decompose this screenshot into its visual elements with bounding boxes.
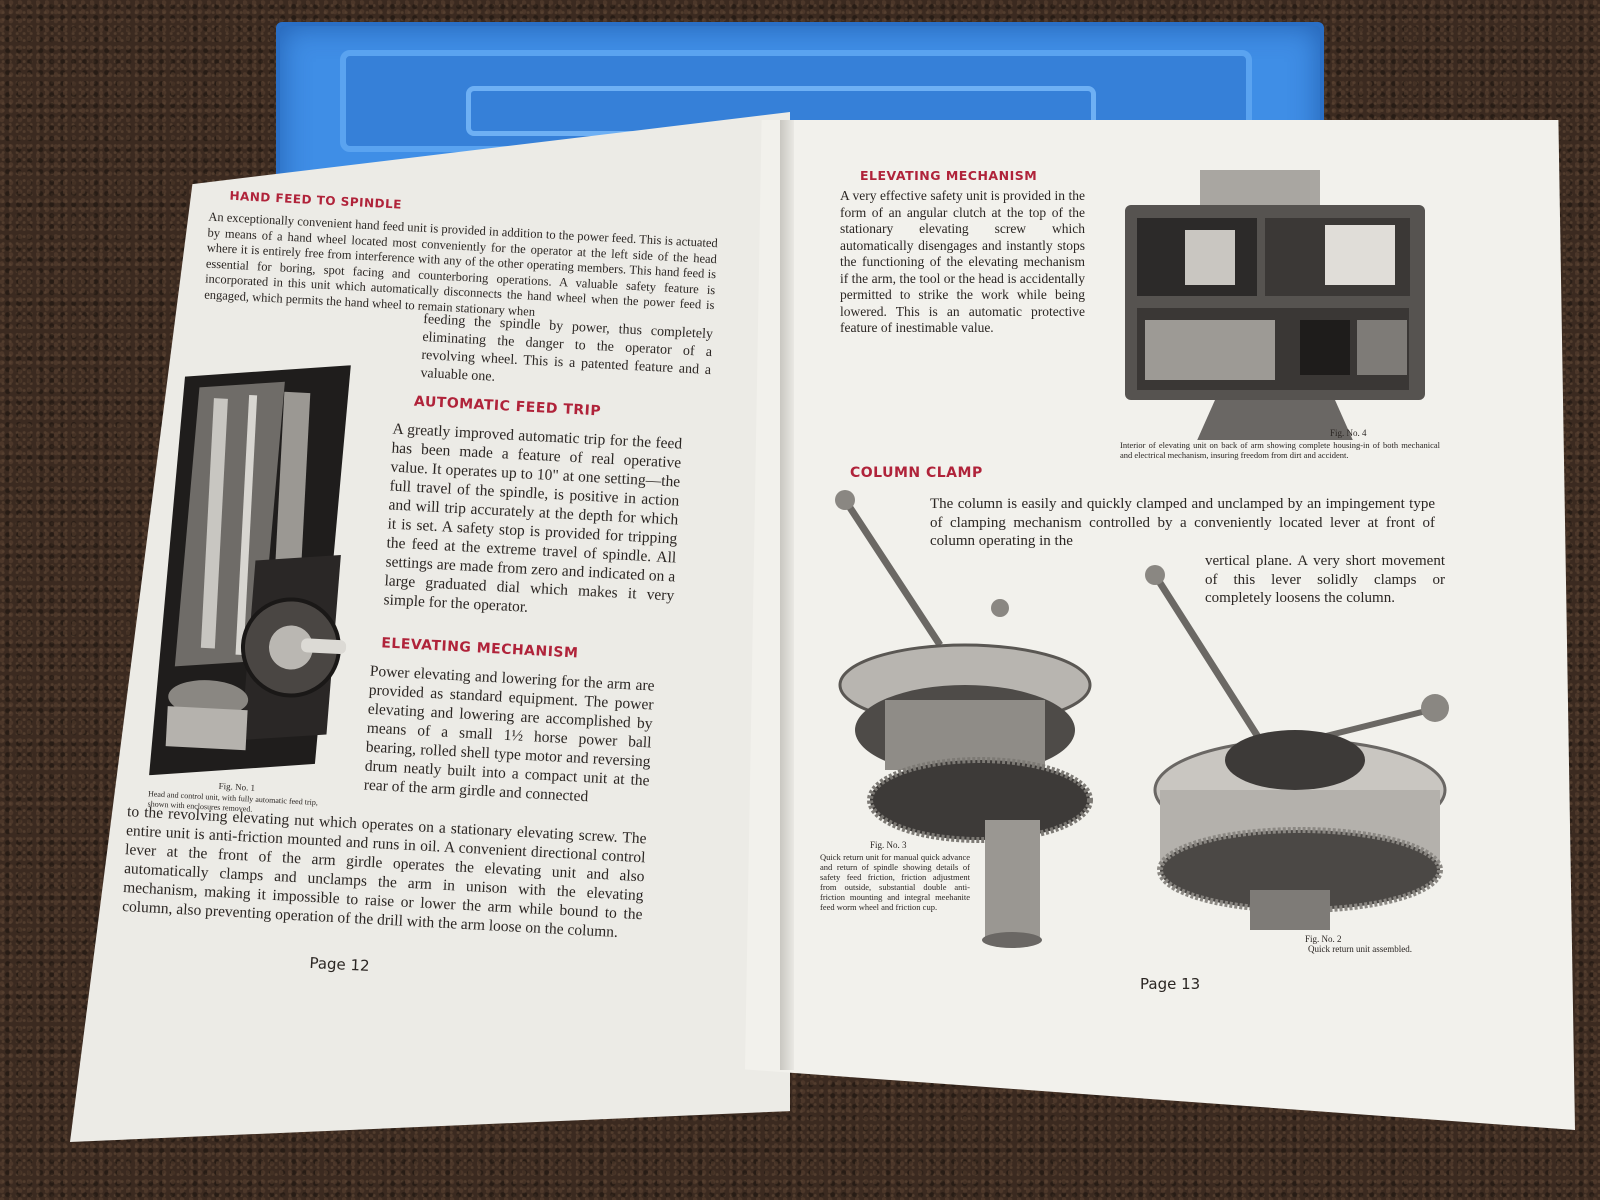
fig2-label: Fig. No. 2 — [1305, 934, 1342, 944]
fig2-caption: Quick return unit assembled. — [1308, 944, 1412, 954]
fig3-caption: Quick return unit for manual quick advan… — [820, 852, 970, 912]
hand-feed-body-1: An exceptionally convenient hand feed un… — [203, 209, 719, 319]
column-clamp-body-2: vertical plane. A very short movement of… — [1205, 553, 1445, 606]
column-clamp-body-1: The column is easily and quickly clamped… — [930, 496, 1435, 549]
elevating-heading-left: ELEVATING MECHANISM — [380, 635, 579, 662]
elevating-unit-photo — [1125, 170, 1425, 445]
column-clamp-heading: COLUMN CLAMP — [850, 465, 983, 481]
fig1-label: Fig. No. 1 — [218, 780, 256, 793]
fig4-caption: Interior of elevating unit on back of ar… — [1120, 440, 1440, 460]
elevating-body-right: A very effective safety unit is provided… — [840, 188, 1085, 335]
fig3-label: Fig. No. 3 — [870, 840, 907, 850]
quick-return-assembled-photo — [1140, 560, 1470, 940]
elevating-body-2: to the revolving elevating nut which ope… — [121, 803, 647, 941]
right-page-number: Page 13 — [1140, 975, 1201, 993]
feed-trip-body: A greatly improved automatic trip for th… — [383, 420, 683, 616]
right-page-content: ELEVATING MECHANISM A very effective saf… — [820, 160, 1480, 1020]
left-page-number: Page 12 — [309, 953, 371, 976]
hand-feed-body-2: feeding the spindle by power, thus compl… — [420, 311, 714, 385]
fig4-label: Fig. No. 4 — [1330, 428, 1367, 438]
quick-return-exploded-photo — [830, 490, 1100, 950]
elevating-heading-right: ELEVATING MECHANISM — [860, 168, 1038, 183]
left-page-content: HAND FEED TO SPINDLE An exceptionally co… — [119, 185, 760, 1005]
booklet-spine — [780, 120, 794, 1070]
head-unit-photo — [144, 356, 366, 786]
feed-trip-heading: AUTOMATIC FEED TRIP — [413, 393, 602, 420]
elevating-body-1: Power elevating and lowering for the arm… — [363, 662, 655, 806]
